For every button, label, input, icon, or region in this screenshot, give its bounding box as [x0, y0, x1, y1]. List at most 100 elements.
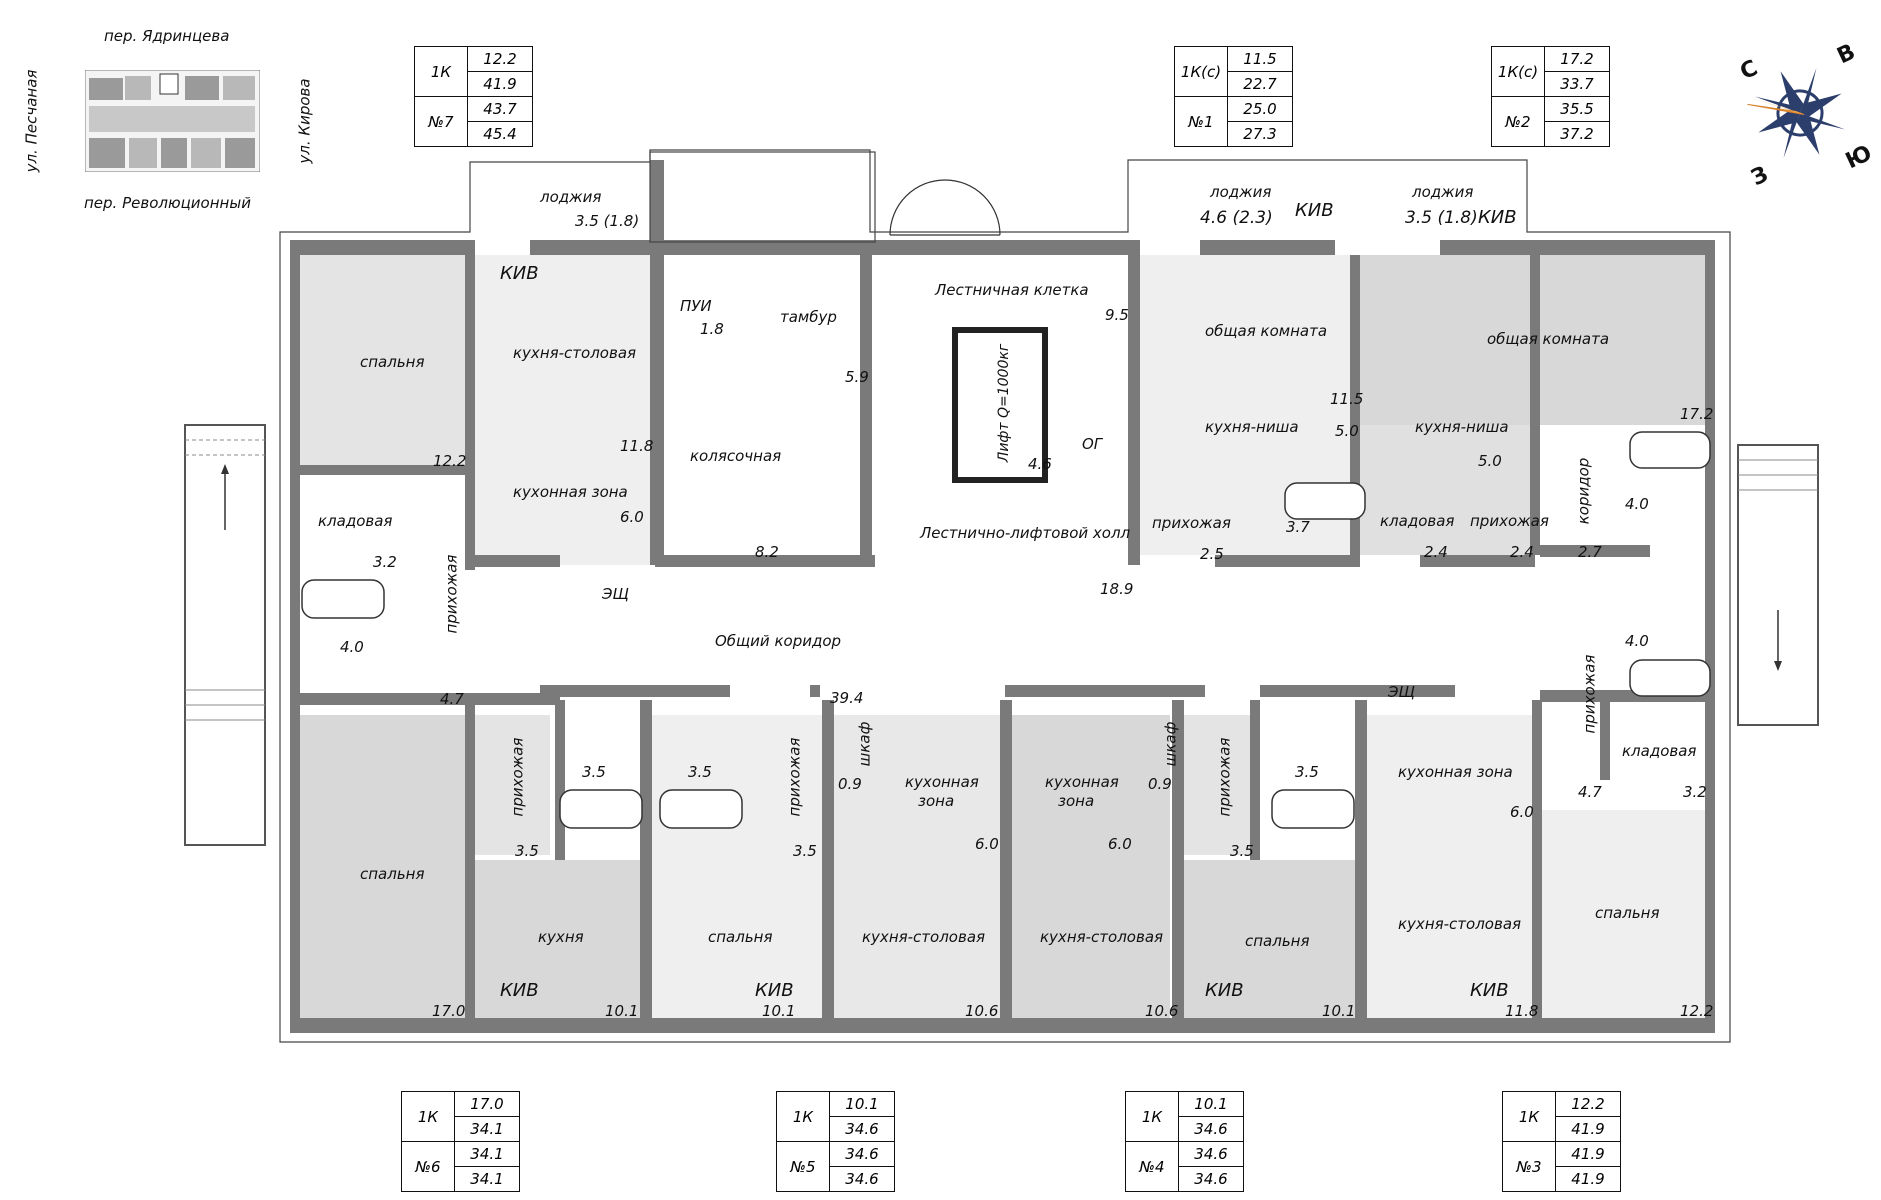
a5-closet-area: 0.9: [838, 775, 862, 793]
a1-niche-label: кухня-ниша: [1205, 418, 1299, 436]
apt-value: 34.6: [829, 1166, 895, 1192]
a2-storage-label: кладовая: [1380, 512, 1455, 530]
apt-value: 37.2: [1544, 121, 1610, 147]
apt5-shade: [650, 715, 830, 1020]
a4-closet-label: шкаф: [1161, 721, 1180, 767]
stroller-label: колясочная: [690, 447, 782, 465]
stair-label: Лестничная клетка: [935, 281, 1089, 299]
apt6-kitchen-shade: [470, 860, 640, 1020]
a4-kitchen-zone-label: кухонная: [1045, 773, 1119, 791]
a2-corridor-label: коридор: [1574, 457, 1593, 525]
apt5-kitchen-shade: [830, 715, 1000, 1020]
a2-niche-label: кухня-ниша: [1415, 418, 1509, 436]
apt7-bedroom-shade: [300, 255, 470, 470]
a7-storage-area: 3.2: [373, 553, 397, 571]
a6-kitchen-area: 10.1: [605, 1002, 639, 1020]
a7-bath-area: 4.0: [340, 638, 364, 656]
lift-label: Лифт Q=1000кг: [996, 343, 1013, 463]
apt-type: 1К: [414, 46, 468, 97]
lift-shaft: [952, 327, 1048, 483]
apt-value: 41.9: [1555, 1166, 1621, 1192]
a1-hall-area: 2.5: [1200, 545, 1224, 563]
apt3-bedroom-shade: [1540, 810, 1705, 1020]
a7-hall-label: прихожая: [442, 554, 461, 634]
apt-type: 1К: [1502, 1091, 1556, 1142]
a7-kitchen-zone-area: 6.0: [620, 508, 644, 526]
pui-area: 1.8: [700, 320, 724, 338]
a4-kitchen-zone2-label: зона: [1058, 792, 1095, 810]
a3-hall-area: 4.7: [1578, 783, 1602, 801]
apt-type: 1К(с): [1174, 46, 1228, 97]
apt-value: 22.7: [1227, 71, 1293, 97]
apt-value: 33.7: [1544, 71, 1610, 97]
a4-bedroom-label: спальня: [1245, 932, 1310, 950]
apt-type: 1К: [776, 1091, 830, 1142]
esh-left-label: ЭЩ: [602, 585, 629, 603]
esh-right-label: ЭЩ: [1388, 683, 1415, 701]
a5-bath-area: 3.5: [688, 763, 712, 781]
apt-value: 41.9: [1555, 1116, 1621, 1142]
a5-kitchen-zone2-label: зона: [918, 792, 955, 810]
a3-kitchen-zone-label: кухонная зона: [1398, 763, 1513, 781]
vestibule-label: тамбур: [780, 308, 837, 326]
apt-number: №6: [401, 1141, 455, 1192]
a4-bath-area: 3.5: [1295, 763, 1319, 781]
a6-bedroom-area: 17.0: [432, 1002, 466, 1020]
a5-hall-area: 3.5: [793, 842, 817, 860]
apt-value: 11.5: [1227, 46, 1293, 72]
apt2-storage-shade: [1360, 425, 1540, 555]
a1-loggia-area: 4.6 (2.3): [1200, 208, 1273, 228]
a7-kiv-label: КИВ: [500, 263, 539, 284]
a2-niche-area: 5.0: [1478, 452, 1502, 470]
a3-kitchen-dining-label: кухня-столовая: [1398, 915, 1522, 933]
a5-kitchen-dining-label: кухня-столовая: [862, 928, 986, 946]
vestibule-area: 5.9: [845, 368, 869, 386]
building-outline: [279, 149, 1731, 1043]
apt-type: 1К: [1125, 1091, 1179, 1142]
apt-number: №7: [414, 96, 468, 147]
a5-kiv-label: КИВ: [755, 980, 794, 1001]
a2-kiv-label: КИВ: [1478, 207, 1517, 228]
a3-bedroom-label: спальня: [1595, 904, 1660, 922]
compass-rose-icon: [1747, 67, 1846, 159]
a7-loggia-area: 3.5 (1.8): [575, 212, 640, 230]
apt7-kitchen-shade: [470, 255, 655, 565]
apt-value: 35.5: [1544, 96, 1610, 122]
a1-living-area: 11.5: [1330, 390, 1364, 408]
apt-number: №3: [1502, 1141, 1556, 1192]
apt-value: 41.9: [467, 71, 533, 97]
apt-value: 34.1: [454, 1166, 520, 1192]
left-stair: [184, 424, 266, 846]
a7-loggia-label: лоджия: [540, 188, 602, 206]
a7-kitchen-zone-label: кухонная зона: [513, 483, 628, 501]
a3-storage-label: кладовая: [1622, 742, 1697, 760]
a2-bath-area: 4.0: [1625, 495, 1649, 513]
apt-value: 25.0: [1227, 96, 1293, 122]
lift-hall-area: 18.9: [1100, 580, 1134, 598]
stroller-area: 8.2: [755, 543, 779, 561]
a5-bedroom-label: спальня: [708, 928, 773, 946]
a6-bath-area: 3.5: [582, 763, 606, 781]
apt-value: 34.6: [1178, 1166, 1244, 1192]
a1-living-label: общая комната: [1205, 322, 1328, 340]
a5-closet-label: шкаф: [855, 721, 874, 767]
a3-kitchen-zone-area: 6.0: [1510, 803, 1534, 821]
apt-value: 12.2: [1555, 1091, 1621, 1117]
a3-bath-area: 4.0: [1625, 632, 1649, 650]
a4-kitchen-dining-label: кухня-столовая: [1040, 928, 1164, 946]
a5-kitchen-dining-area: 10.6: [965, 1002, 999, 1020]
walls: [290, 160, 1715, 1033]
street-bottom-label: пер. Революционный: [84, 194, 251, 212]
apt-value: 27.3: [1227, 121, 1293, 147]
entrance-frame: [649, 151, 876, 243]
a3-hall-label: прихожая: [1580, 654, 1599, 734]
apt-type: 1К(с): [1491, 46, 1545, 97]
a4-kitchen-dining-area: 10.6: [1145, 1002, 1179, 1020]
a6-hall-area: 3.5: [515, 842, 539, 860]
apt3-shade: [1360, 715, 1535, 1020]
